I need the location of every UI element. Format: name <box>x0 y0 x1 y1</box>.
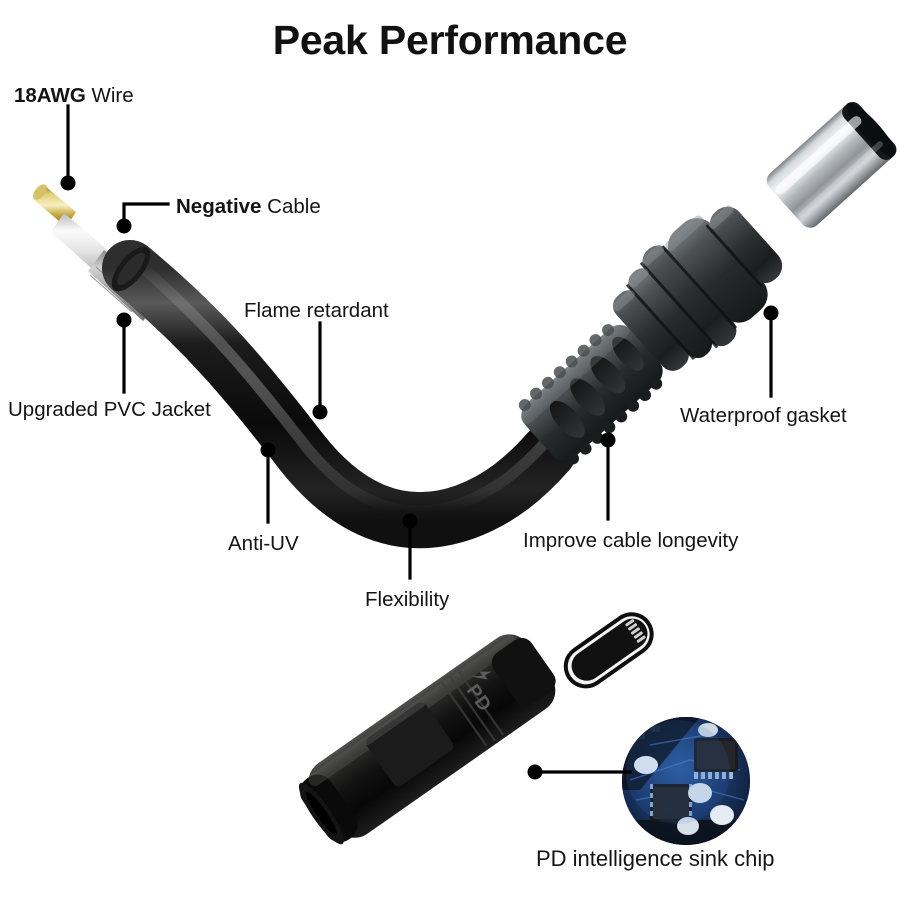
pvc-jacket <box>102 240 576 549</box>
callout-label-anti-uv: Anti-UV <box>228 532 299 555</box>
callout-plain-flexibility: Flexibility <box>365 588 450 611</box>
strain-relief-boot <box>518 324 663 465</box>
callout-label-waterproof-gasket: Waterproof gasket <box>680 404 847 427</box>
cable-assembly <box>33 101 897 549</box>
dot-flame-retardant <box>312 404 328 420</box>
waterproof-gasket <box>612 205 783 371</box>
dot-awg-wire <box>60 175 76 191</box>
dot-anti-uv <box>260 442 276 458</box>
callout-label-negative-cable: Negative Cable <box>176 195 321 218</box>
dot-waterproof-gasket <box>763 305 779 321</box>
dot-negative-cable <box>116 218 132 234</box>
dot-pd-chip <box>527 764 543 780</box>
dot-flexibility <box>402 513 418 529</box>
page-title: Peak Performance <box>272 17 628 63</box>
callout-dots <box>60 175 779 780</box>
usbc-pd-adapter: PD <box>298 610 656 845</box>
callout-label-flame-retardant: Flame retardant <box>244 299 389 322</box>
metal-barrel-tip <box>766 101 897 228</box>
callout-label-improve-cable-longevity: Improve cable longevity <box>523 529 739 552</box>
callout-leaders <box>66 104 773 774</box>
callout-plain-flame-retardant: Flame retardant <box>244 299 389 322</box>
callout-bold-awg-wire: 18AWG <box>14 84 86 107</box>
callout-label-awg-wire: 18AWG Wire <box>14 84 134 107</box>
callout-plain-awg-wire: Wire <box>85 84 134 107</box>
usb-c-plug <box>561 610 656 691</box>
callout-plain-improve-cable-longevity: Improve cable longevity <box>523 529 739 552</box>
callout-plain-negative-cable: Cable <box>261 195 321 218</box>
callout-plain-anti-uv: Anti-UV <box>228 532 299 555</box>
lightning-bolt-icon <box>470 671 492 680</box>
callout-plain-pd-intelligence-sink-chip: PD intelligence sink chip <box>536 846 775 871</box>
callout-plain-waterproof-gasket: Waterproof gasket <box>680 404 847 427</box>
callout-label-pd-intelligence-sink-chip: PD intelligence sink chip <box>536 848 774 870</box>
callout-bold-negative-cable: Negative <box>176 195 262 218</box>
dot-upgraded-pvc-jacket <box>116 312 132 328</box>
callout-plain-upgraded-pvc-jacket: Upgraded PVC Jacket <box>8 398 211 421</box>
dot-improve-cable-longevity <box>600 432 616 448</box>
callout-label-flexibility: Flexibility <box>365 588 450 611</box>
pd-chip-inset <box>622 717 750 845</box>
callout-label-upgraded-pvc-jacket: Upgraded PVC Jacket <box>8 398 211 421</box>
